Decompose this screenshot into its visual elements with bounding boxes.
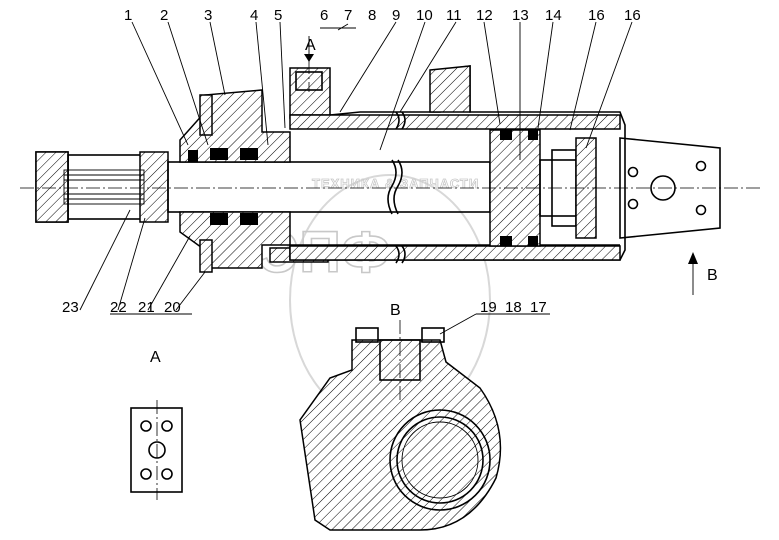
part-number-17: 17 (530, 299, 547, 316)
part-number-5: 5 (274, 7, 282, 24)
part-number-3: 3 (204, 7, 212, 24)
top-leader-lines (131, 21, 633, 160)
view-a-title: A (150, 349, 161, 366)
part-number-18: 18 (505, 299, 522, 316)
part-number-8: 8 (368, 7, 376, 24)
part-number-16b: 16 (624, 7, 641, 24)
part-number-6: 6 (320, 7, 328, 24)
rear-clevis (20, 137, 760, 239)
part-number-23: 23 (62, 299, 79, 316)
part-number-12: 12 (476, 7, 493, 24)
part-number-7: 7 (344, 7, 352, 24)
rod-end-clevis (35, 151, 169, 223)
part-number-10: 10 (416, 7, 433, 24)
view-labels: A A B B (150, 37, 718, 366)
steering-arm-bracket (299, 320, 502, 531)
view-a-detail (130, 400, 183, 500)
cylinder-tube (289, 65, 626, 264)
part-number-16a: 16 (588, 7, 605, 24)
part-number-labels: 1 2 3 4 5 6 7 8 9 10 11 12 13 14 16 16 2… (62, 7, 641, 316)
front-gland (179, 89, 291, 273)
clevis-bushing (64, 174, 144, 200)
part-number-13: 13 (512, 7, 529, 24)
part-number-2: 2 (160, 7, 168, 24)
view-b-arrow-label: B (707, 267, 718, 284)
section-a-marker: A (305, 37, 316, 54)
part-number-9: 9 (392, 7, 400, 24)
part-number-20: 20 (164, 299, 181, 316)
part-number-1: 1 (124, 7, 132, 24)
view-b-marker: B (390, 302, 401, 319)
part-number-14: 14 (545, 7, 562, 24)
bottom-leader-lines (79, 209, 550, 335)
view-b-arrow (688, 252, 698, 295)
watermark-caption: ТЕХНИКА & ЗАПЧАСТИ (312, 176, 479, 191)
part-number-21: 21 (138, 299, 155, 316)
part-number-4: 4 (250, 7, 258, 24)
part-number-22: 22 (110, 299, 127, 316)
part-number-19: 19 (480, 299, 497, 316)
part-number-11: 11 (446, 7, 462, 24)
